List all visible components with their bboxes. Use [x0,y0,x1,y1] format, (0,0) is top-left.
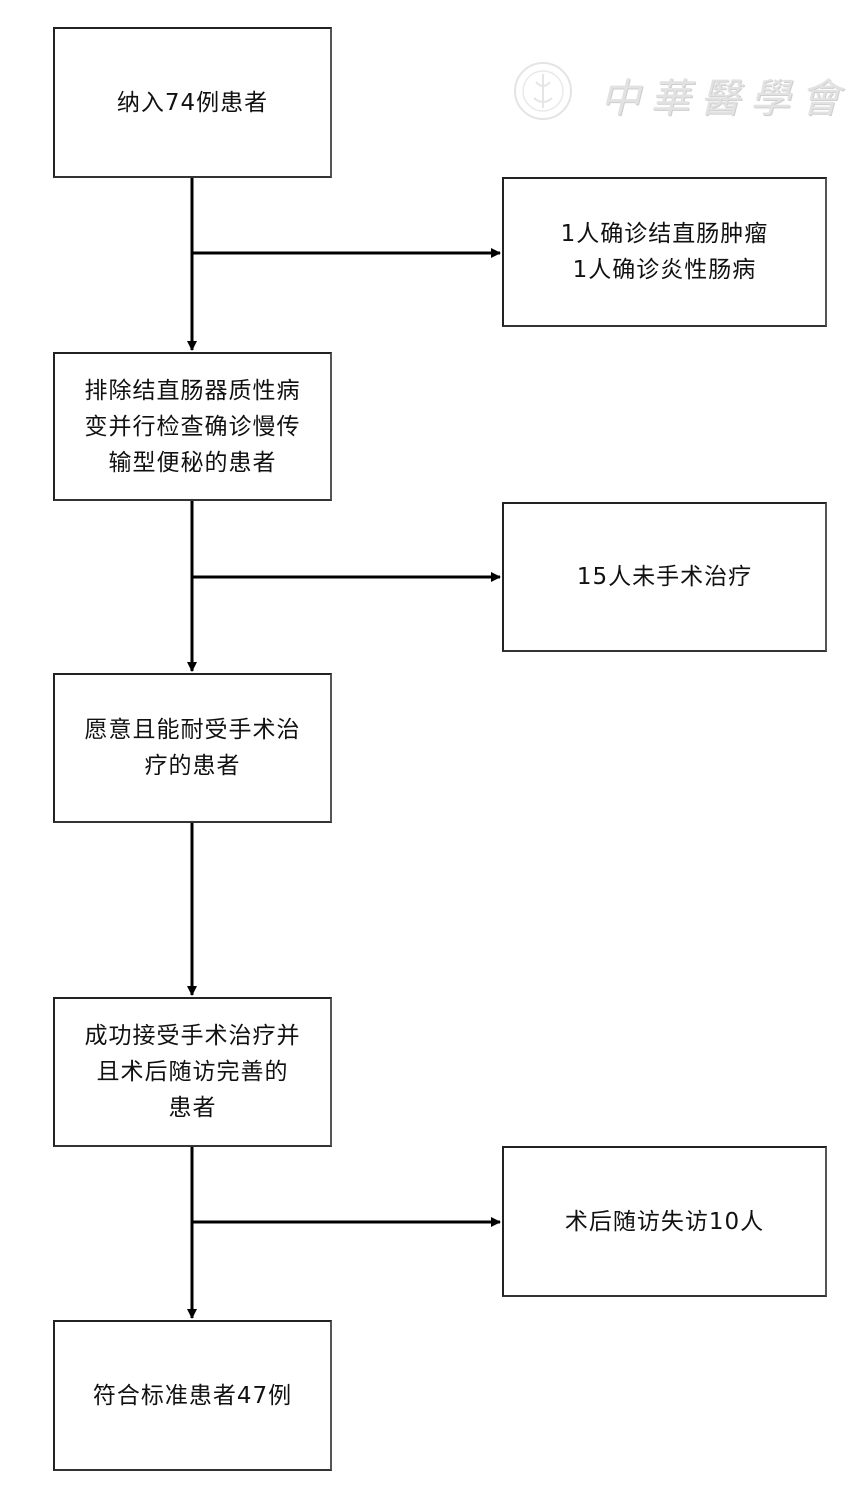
exclusion-organic-disease-label: 1人确诊结直肠肿瘤 1人确诊炎性肠病 [560,221,769,283]
watermark-emblem-icon [512,60,574,126]
exclusion-lost-followup-label: 术后随访失访10人 [564,1208,765,1235]
step-final-cohort: 符合标准患者47例 [53,1320,332,1471]
step-surgery-followup: 成功接受手术治疗并 且术后随访完善的 患者 [53,997,332,1147]
exclusion-no-surgery: 15人未手术治疗 [502,502,827,652]
step-enrolled: 纳入74例患者 [53,27,332,178]
exclusion-no-surgery-label: 15人未手术治疗 [576,564,753,590]
step-surgery-followup-label: 成功接受手术治疗并 且术后随访完善的 患者 [84,1023,301,1121]
watermark-text: 中華醫學會 [600,76,850,122]
step-diagnosed-label: 排除结直肠器质性病 变并行检查确诊慢传 输型便秘的患者 [84,377,301,476]
step-diagnosed: 排除结直肠器质性病 变并行检查确诊慢传 输型便秘的患者 [53,352,332,501]
step-final-cohort-label: 符合标准患者47例 [92,1382,293,1409]
exclusion-organic-disease: 1人确诊结直肠肿瘤 1人确诊炎性肠病 [502,177,827,327]
exclusion-lost-followup: 术后随访失访10人 [502,1146,827,1297]
step-enrolled-label: 纳入74例患者 [116,89,269,116]
step-willing-surgery-label: 愿意且能耐受手术治 疗的患者 [84,717,301,779]
step-willing-surgery: 愿意且能耐受手术治 疗的患者 [53,673,332,823]
